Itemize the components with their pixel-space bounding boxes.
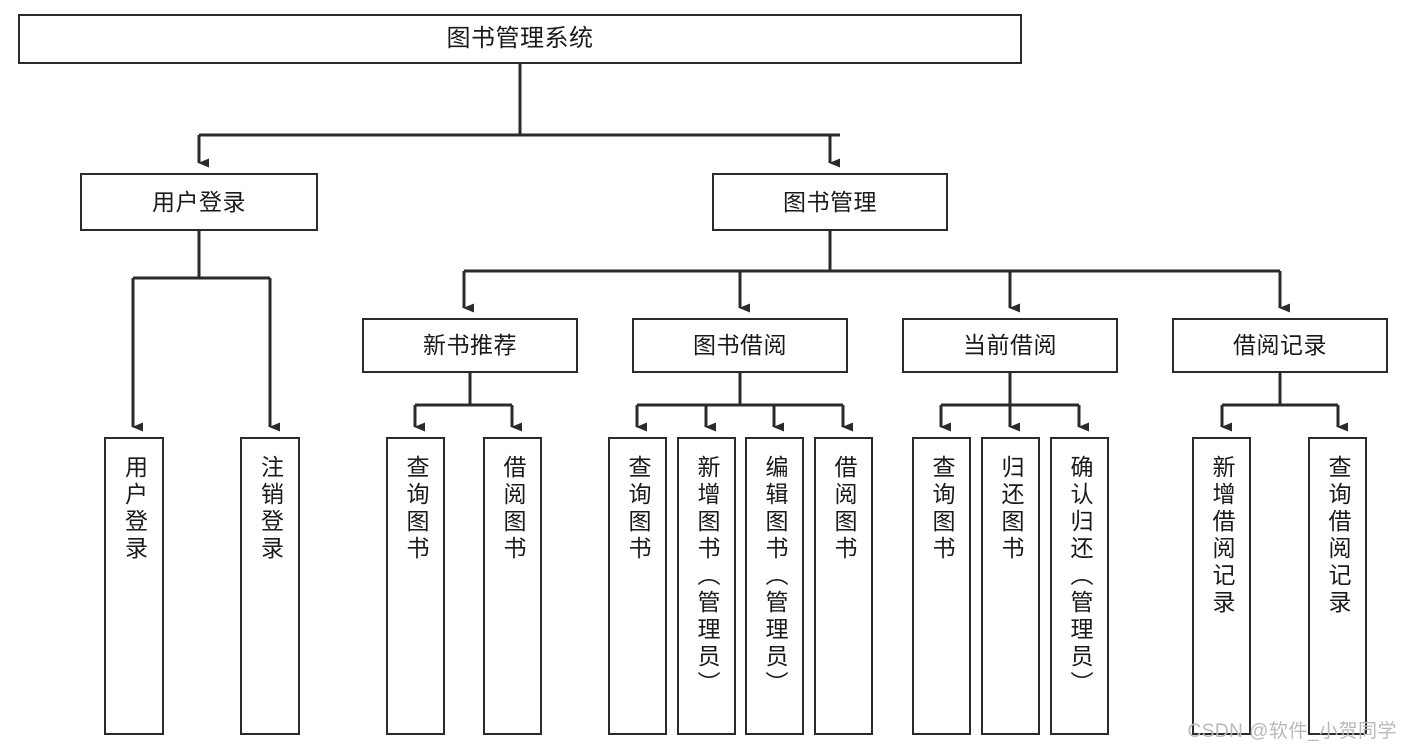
node-leaf-logout-label: 注销登录 xyxy=(257,455,284,563)
node-borrow-record[interactable]: 借阅记录 xyxy=(1172,318,1388,373)
node-leaf-query-record-label: 查询借阅记录 xyxy=(1325,455,1351,617)
node-leaf-return-book[interactable]: 归还图书 xyxy=(981,437,1040,735)
node-user-login[interactable]: 用户登录 xyxy=(80,173,318,231)
node-leaf-query-book-2[interactable]: 查询图书 xyxy=(608,437,667,735)
node-root[interactable]: 图书管理系统 xyxy=(18,14,1022,64)
node-leaf-borrow-book-2-label: 借阅图书 xyxy=(831,455,857,563)
node-leaf-borrow-book-2[interactable]: 借阅图书 xyxy=(814,437,873,735)
node-leaf-add-record-label: 新增借阅记录 xyxy=(1209,455,1235,617)
node-current-borrow-label: 当前借阅 xyxy=(963,332,1057,359)
node-leaf-edit-book-label: 编辑图书（管理员） xyxy=(762,455,788,698)
watermark: CSDN @软件_小贺同学 xyxy=(1187,721,1397,742)
node-leaf-query-book-1-label: 查询图书 xyxy=(403,455,429,563)
node-leaf-add-book-label: 新增图书（管理员） xyxy=(694,455,720,698)
node-book-borrow-label: 图书借阅 xyxy=(693,332,787,359)
node-leaf-query-record[interactable]: 查询借阅记录 xyxy=(1308,437,1367,735)
node-leaf-query-book-3[interactable]: 查询图书 xyxy=(912,437,971,735)
node-root-label: 图书管理系统 xyxy=(446,25,594,53)
node-leaf-user-login[interactable]: 用户登录 xyxy=(104,437,164,735)
node-leaf-logout[interactable]: 注销登录 xyxy=(240,437,300,735)
node-new-book-recommend[interactable]: 新书推荐 xyxy=(362,318,578,373)
node-leaf-confirm-return[interactable]: 确认归还（管理员） xyxy=(1050,437,1109,735)
node-leaf-borrow-book-1[interactable]: 借阅图书 xyxy=(483,437,542,735)
node-leaf-return-book-label: 归还图书 xyxy=(998,455,1024,563)
node-leaf-user-login-label: 用户登录 xyxy=(121,455,148,563)
node-leaf-confirm-return-label: 确认归还（管理员） xyxy=(1067,455,1093,698)
node-book-borrow[interactable]: 图书借阅 xyxy=(632,318,848,373)
node-leaf-query-book-3-label: 查询图书 xyxy=(929,455,955,563)
node-leaf-query-book-2-label: 查询图书 xyxy=(625,455,651,563)
node-leaf-edit-book[interactable]: 编辑图书（管理员） xyxy=(745,437,804,735)
node-leaf-borrow-book-1-label: 借阅图书 xyxy=(500,455,526,563)
node-leaf-query-book-1[interactable]: 查询图书 xyxy=(386,437,445,735)
node-user-login-label: 用户登录 xyxy=(152,188,246,215)
node-borrow-record-label: 借阅记录 xyxy=(1233,332,1327,359)
node-book-manage[interactable]: 图书管理 xyxy=(712,173,948,231)
node-new-book-recommend-label: 新书推荐 xyxy=(423,332,517,359)
node-leaf-add-book[interactable]: 新增图书（管理员） xyxy=(677,437,736,735)
node-leaf-add-record[interactable]: 新增借阅记录 xyxy=(1192,437,1251,735)
node-book-manage-label: 图书管理 xyxy=(783,188,877,215)
node-current-borrow[interactable]: 当前借阅 xyxy=(902,318,1118,373)
